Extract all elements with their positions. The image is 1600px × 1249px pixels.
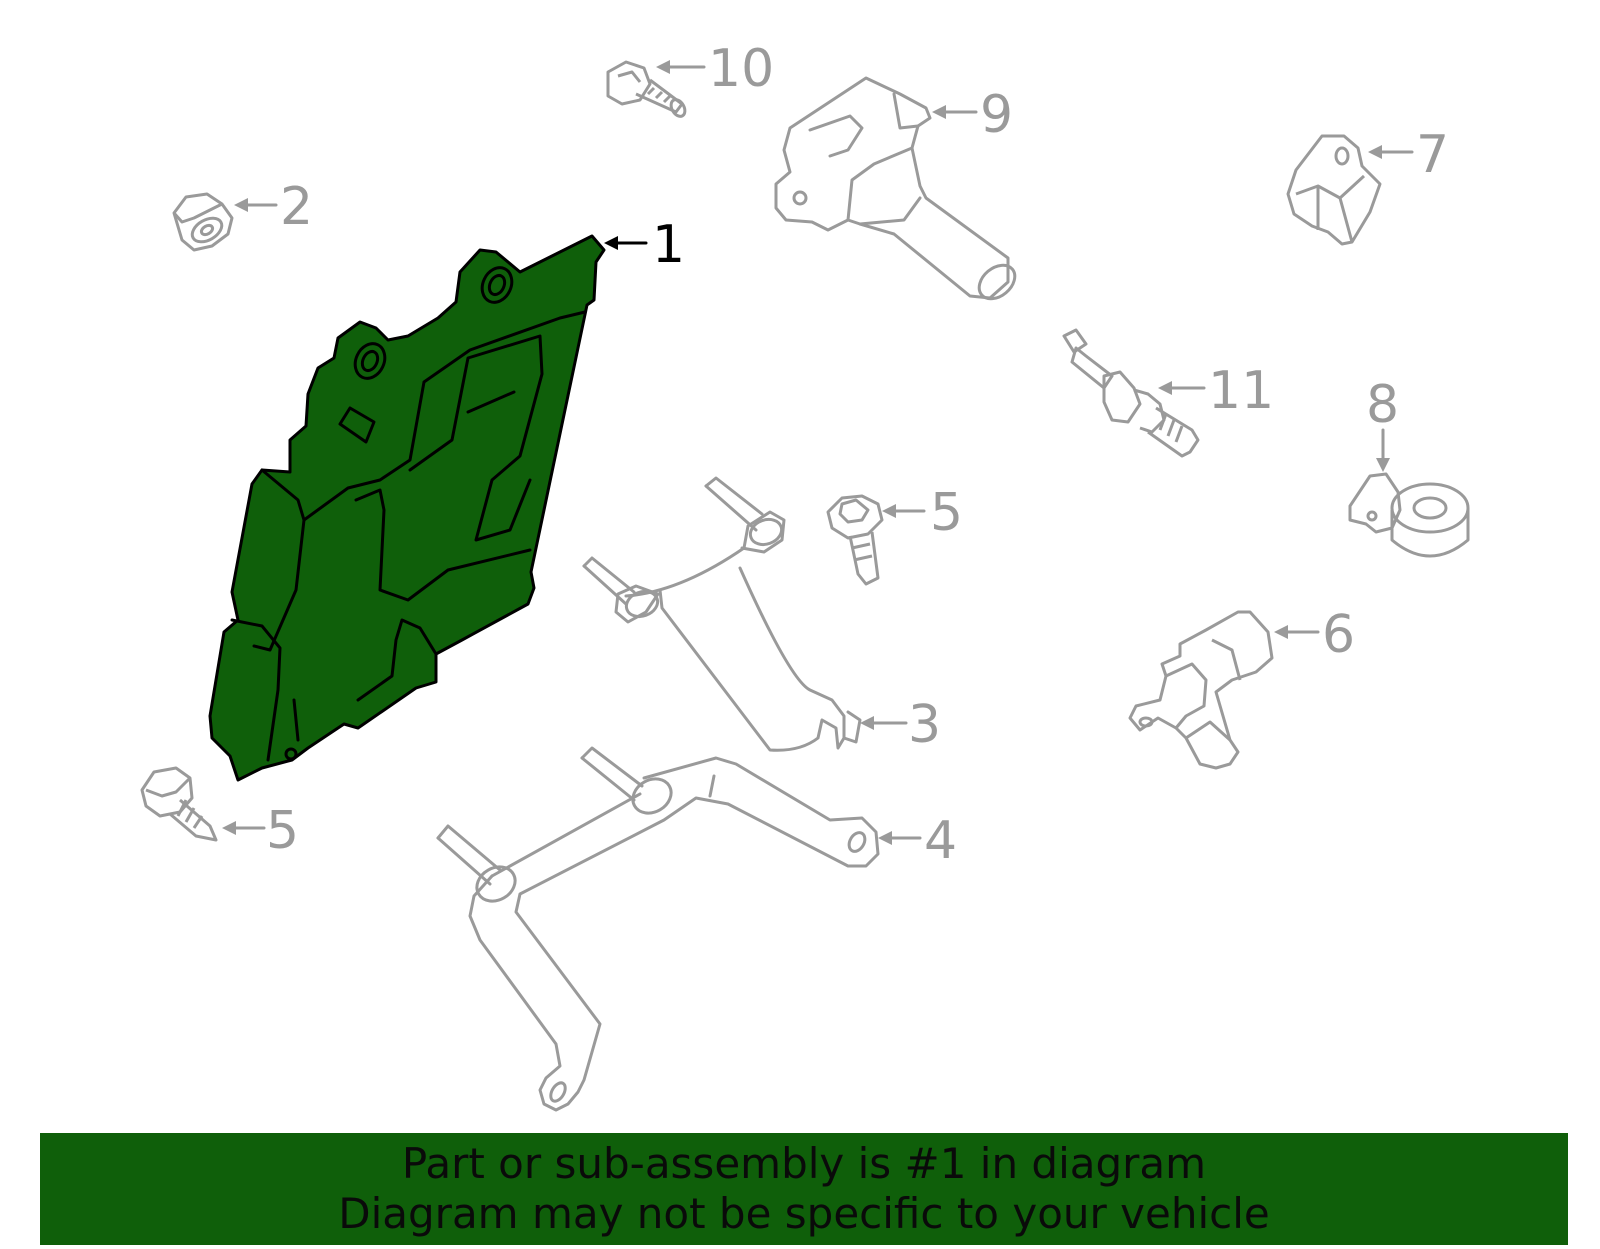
info-banner: Part or sub-assembly is #1 in diagram Di… [40, 1133, 1568, 1245]
callout-arrows [222, 60, 1414, 845]
arrow-11 [1158, 381, 1206, 395]
part-1-control-module[interactable] [208, 234, 606, 782]
part-11-spark-plug[interactable] [1062, 328, 1200, 458]
banner-line-2: Diagram may not be specific to your vehi… [338, 1189, 1270, 1238]
arrow-10 [656, 60, 706, 74]
part-3-bracket[interactable] [582, 476, 862, 752]
arrow-8 [1376, 428, 1390, 472]
part-7-sensor[interactable] [1286, 134, 1382, 246]
part-8-knock-sensor[interactable] [1348, 472, 1470, 558]
callout-label-5-lower: 5 [266, 801, 299, 861]
callout-label-9: 9 [980, 85, 1013, 145]
arrow-4 [878, 831, 922, 845]
part-2-nut[interactable] [172, 192, 234, 252]
callout-label-5-upper: 5 [930, 483, 963, 543]
banner-background [40, 1133, 1568, 1245]
callout-label-3: 3 [908, 695, 941, 755]
callout-label-11: 11 [1208, 361, 1274, 421]
callout-labels: 1 2 3 4 5 5 6 7 8 9 10 11 [266, 39, 1449, 871]
part-9-ignition-coil[interactable] [774, 76, 1021, 306]
part-5-bolt-upper[interactable] [826, 494, 884, 586]
part-10-bolt[interactable] [606, 60, 688, 119]
part-5-bolt-lower[interactable] [140, 766, 218, 842]
arrow-5-upper [882, 504, 926, 518]
part-6-sensor[interactable] [1128, 610, 1274, 770]
callout-label-6: 6 [1322, 605, 1355, 665]
callout-label-7: 7 [1416, 125, 1449, 185]
arrow-2 [234, 198, 278, 212]
callout-label-10: 10 [708, 39, 774, 99]
callout-label-8: 8 [1366, 375, 1399, 435]
part-4-bracket[interactable] [436, 746, 880, 1112]
arrow-7 [1368, 145, 1414, 159]
arrow-5-lower [222, 821, 266, 835]
banner-line-1: Part or sub-assembly is #1 in diagram [401, 1139, 1207, 1188]
callout-label-4: 4 [924, 811, 957, 871]
callout-label-2: 2 [280, 177, 313, 237]
callout-label-1: 1 [652, 215, 685, 275]
arrow-1 [604, 236, 648, 250]
arrow-3 [860, 716, 908, 730]
arrow-6 [1274, 625, 1320, 639]
arrow-9 [932, 105, 978, 119]
